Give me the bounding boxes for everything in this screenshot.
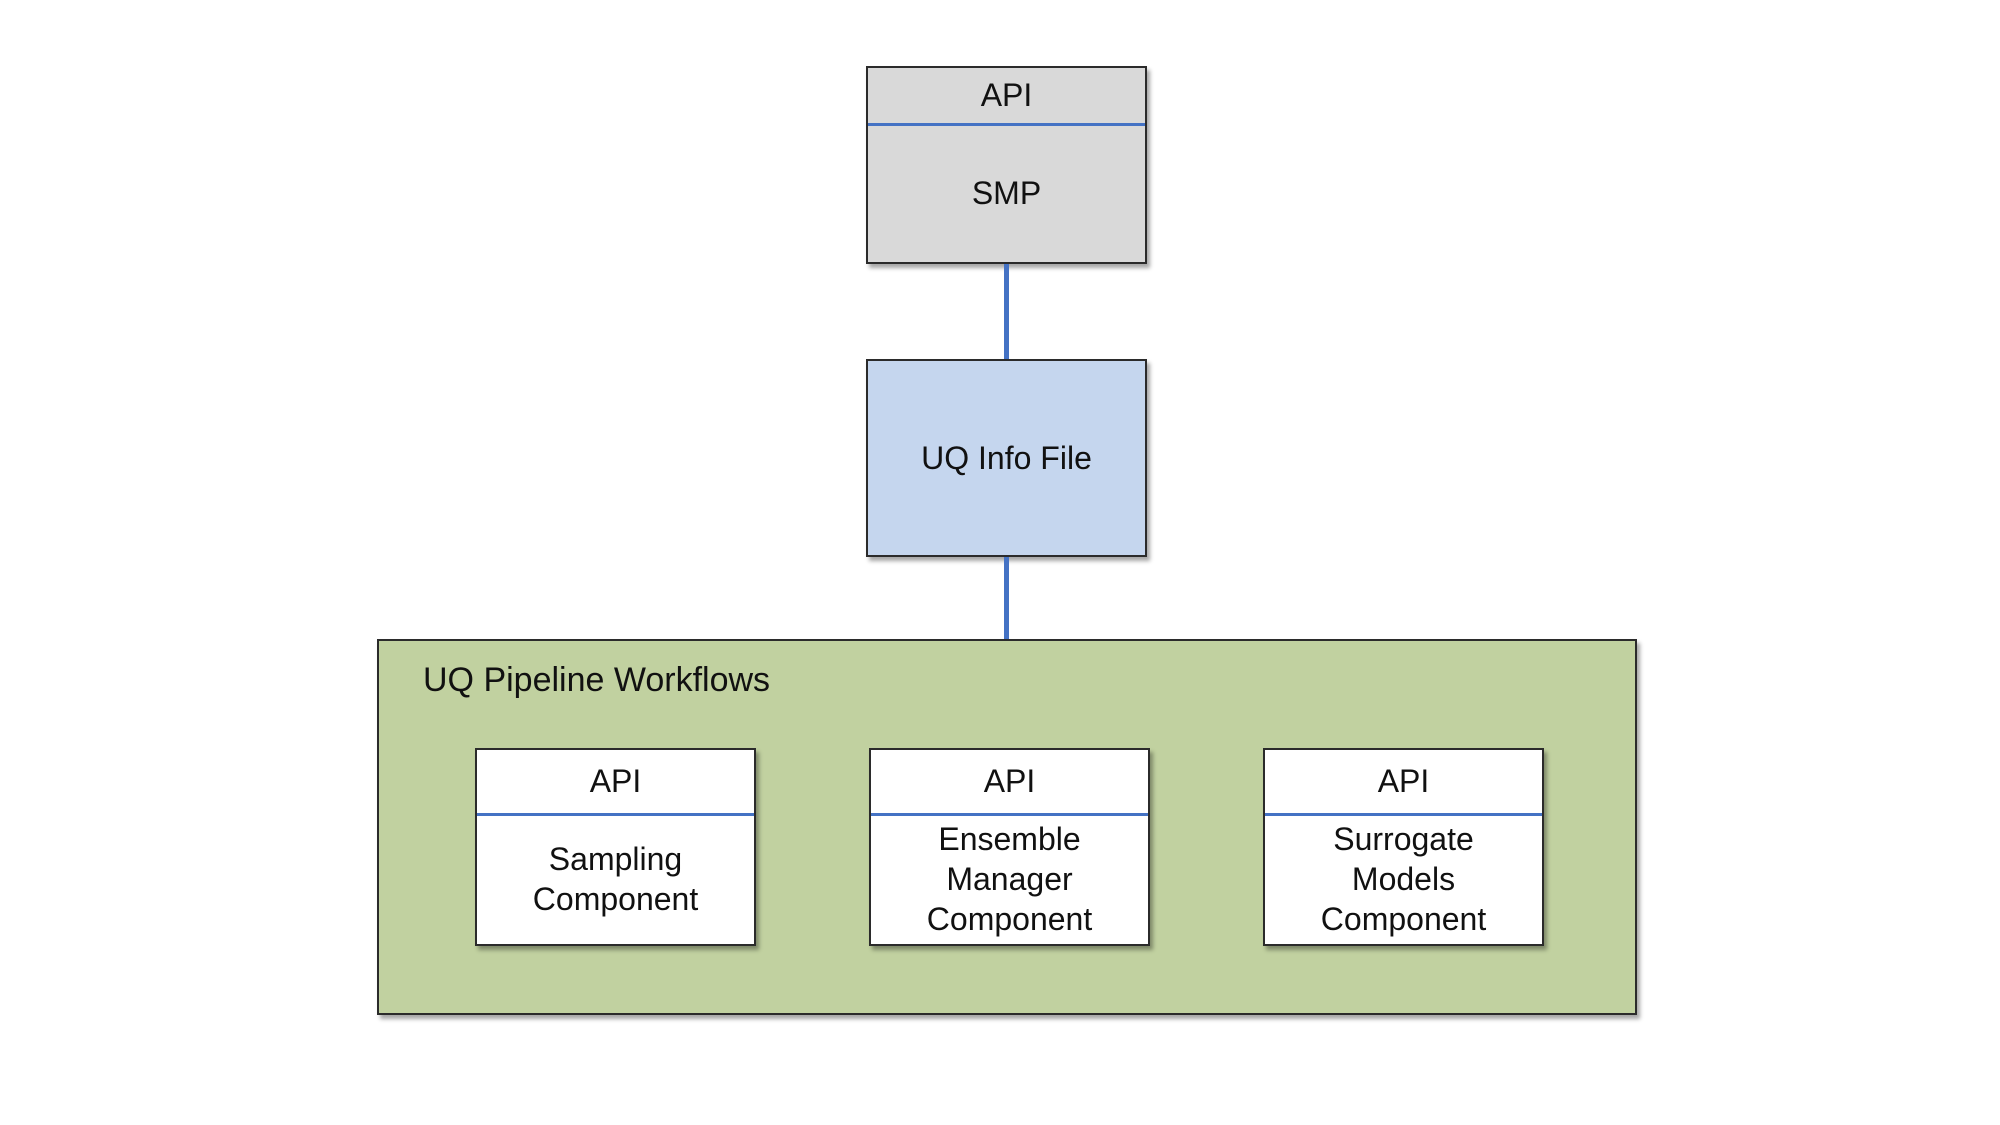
surrogate-models-component-label: Surrogate Models Component — [1320, 820, 1487, 937]
sampling-api-label: API — [477, 750, 754, 816]
pipeline-title: UQ Pipeline Workflows — [423, 661, 771, 699]
smp-name: SMP — [971, 174, 1042, 211]
uq-pipeline-workflows-container: UQ Pipeline Workflows API Sampling Compo… — [377, 639, 1637, 1015]
ensemble-manager-component-label: Ensemble Manager Component — [926, 820, 1093, 937]
connector-info-to-pipeline — [1004, 557, 1009, 639]
smp-box: API SMP — [866, 66, 1147, 264]
connector-smp-to-info — [1004, 264, 1009, 359]
sampling-component-box: API Sampling Component — [475, 748, 756, 946]
surrogate-api-label: API — [1265, 750, 1542, 816]
ensemble-api-label: API — [871, 750, 1148, 816]
surrogate-models-component-box: API Surrogate Models Component — [1263, 748, 1544, 946]
uq-info-file-box: UQ Info File — [866, 359, 1147, 557]
smp-api-label: API — [868, 68, 1145, 126]
ensemble-manager-component-box: API Ensemble Manager Component — [869, 748, 1150, 946]
sampling-component-label: Sampling Component — [532, 840, 699, 917]
uq-info-file-label: UQ Info File — [921, 439, 1092, 476]
